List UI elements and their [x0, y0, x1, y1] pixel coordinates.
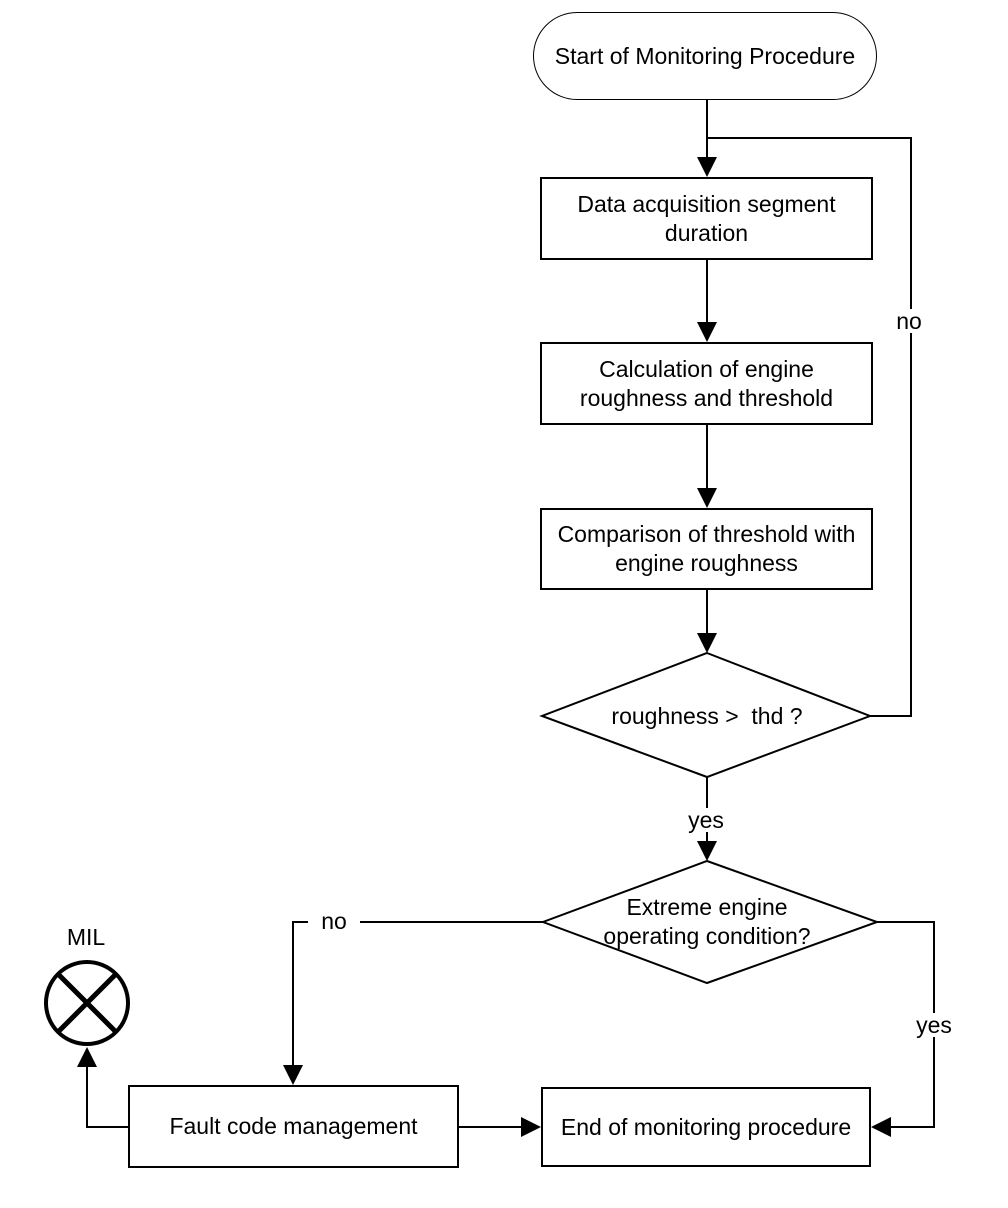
- decision-roughness-diamond: [539, 651, 873, 779]
- mil-lamp-icon: [44, 960, 130, 1046]
- arrowhead-into-calculation: [697, 322, 717, 342]
- edge-label-loop-no: no: [883, 309, 935, 333]
- arrowhead-into-fault: [283, 1065, 303, 1085]
- arrowhead-into-decision1: [697, 633, 717, 653]
- mil-label: MIL: [66, 924, 106, 950]
- node-comparison-label: Comparison of threshold with engine roug…: [557, 521, 856, 576]
- arrowhead-into-acquisition: [697, 157, 717, 177]
- edge-no-loop: [707, 137, 912, 717]
- edge-label-roughness-yes: yes: [680, 808, 732, 832]
- arrowhead-into-end-right: [871, 1117, 891, 1137]
- arrowheads: [77, 157, 891, 1137]
- edge-decision2-no: [292, 921, 543, 1066]
- arrowhead-into-comparison: [697, 488, 717, 508]
- node-fault-code-management-label: Fault code management: [169, 1113, 418, 1139]
- node-end: End of monitoring procedure: [541, 1087, 871, 1167]
- arrowhead-into-decision2: [697, 841, 717, 861]
- node-calculation-label: Calculation of engine roughness and thre…: [579, 355, 834, 411]
- node-calculation: Calculation of engine roughness and thre…: [540, 342, 873, 425]
- arrowhead-into-mil: [77, 1047, 97, 1067]
- node-end-label: End of monitoring procedure: [560, 1113, 852, 1140]
- arrowhead-into-end-left: [521, 1117, 541, 1137]
- edge-fault-to-mil: [86, 1066, 128, 1128]
- node-data-acquisition: Data acquisition segment duration: [540, 177, 873, 260]
- node-data-acquisition-label: Data acquisition segment duration: [577, 190, 836, 246]
- node-comparison: Comparison of threshold with engine roug…: [540, 508, 873, 590]
- node-fault-code-management: Fault code management: [128, 1085, 459, 1168]
- decision-extreme-label: Extreme engine operating condition?: [603, 894, 811, 949]
- node-start: Start of Monitoring Procedure: [533, 12, 877, 100]
- edge-label-extreme-no: no: [308, 909, 360, 933]
- decision-roughness-label: roughness > thd ?: [611, 703, 803, 729]
- edge-label-extreme-yes: yes: [908, 1013, 960, 1037]
- node-start-label: Start of Monitoring Procedure: [554, 42, 856, 69]
- decision-extreme-diamond: [540, 859, 880, 985]
